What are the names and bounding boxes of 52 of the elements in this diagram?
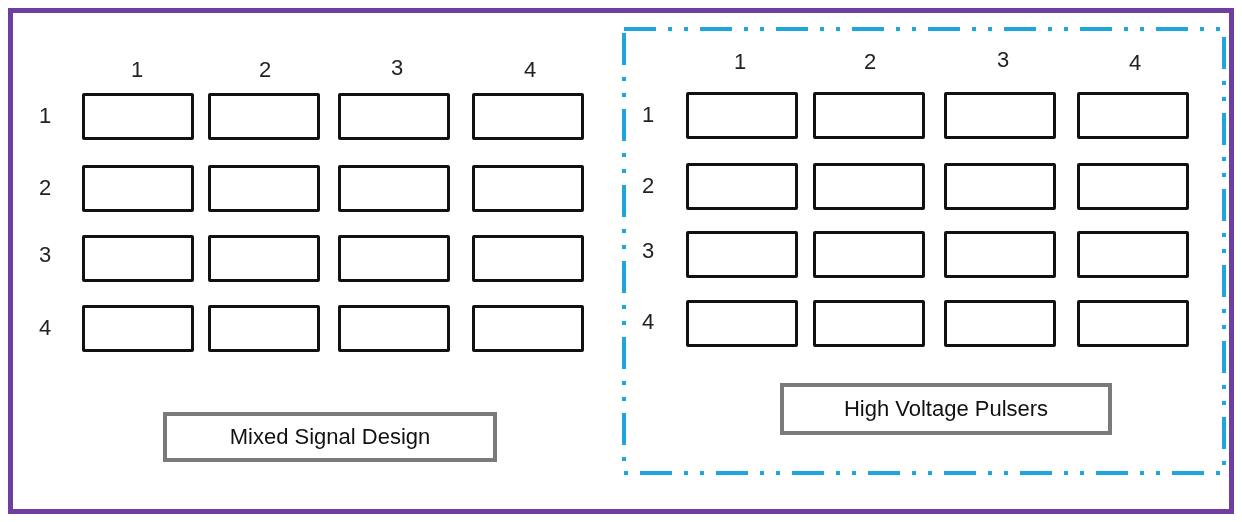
empty-slot bbox=[208, 93, 320, 140]
empty-slot bbox=[82, 165, 194, 212]
dash-dot-region bbox=[622, 27, 1226, 475]
empty-slot bbox=[813, 92, 925, 139]
empty-slot bbox=[472, 93, 584, 140]
row-number: 4 bbox=[38, 317, 52, 339]
empty-slot bbox=[813, 231, 925, 278]
empty-slot bbox=[338, 165, 450, 212]
group-label-box: Mixed Signal Design bbox=[163, 412, 497, 462]
empty-slot bbox=[472, 165, 584, 212]
row-number: 3 bbox=[38, 244, 52, 266]
empty-slot bbox=[82, 93, 194, 140]
empty-slot bbox=[208, 165, 320, 212]
empty-slot bbox=[686, 163, 798, 210]
empty-slot bbox=[686, 300, 798, 347]
empty-slot bbox=[1077, 300, 1189, 347]
column-number: 3 bbox=[390, 57, 404, 79]
row-number: 2 bbox=[641, 175, 655, 197]
empty-slot bbox=[338, 235, 450, 282]
group-label-box: High Voltage Pulsers bbox=[780, 383, 1112, 435]
empty-slot bbox=[208, 305, 320, 352]
empty-slot bbox=[208, 235, 320, 282]
empty-slot bbox=[1077, 163, 1189, 210]
column-number: 1 bbox=[130, 59, 144, 81]
outer-frame bbox=[8, 8, 1234, 514]
column-number: 3 bbox=[996, 49, 1010, 71]
empty-slot bbox=[813, 163, 925, 210]
empty-slot bbox=[944, 300, 1056, 347]
row-number: 2 bbox=[38, 177, 52, 199]
column-number: 2 bbox=[258, 59, 272, 81]
empty-slot bbox=[338, 305, 450, 352]
empty-slot bbox=[472, 235, 584, 282]
row-number: 4 bbox=[641, 311, 655, 333]
empty-slot bbox=[944, 92, 1056, 139]
empty-slot bbox=[472, 305, 584, 352]
empty-slot bbox=[338, 93, 450, 140]
empty-slot bbox=[82, 235, 194, 282]
empty-slot bbox=[813, 300, 925, 347]
row-number: 3 bbox=[641, 240, 655, 262]
empty-slot bbox=[686, 231, 798, 278]
row-number: 1 bbox=[641, 104, 655, 126]
empty-slot bbox=[944, 163, 1056, 210]
empty-slot bbox=[686, 92, 798, 139]
column-number: 4 bbox=[523, 59, 537, 81]
column-number: 2 bbox=[863, 51, 877, 73]
empty-slot bbox=[1077, 92, 1189, 139]
empty-slot bbox=[82, 305, 194, 352]
column-number: 1 bbox=[733, 51, 747, 73]
column-number: 4 bbox=[1128, 52, 1142, 74]
row-number: 1 bbox=[38, 105, 52, 127]
empty-slot bbox=[944, 231, 1056, 278]
empty-slot bbox=[1077, 231, 1189, 278]
